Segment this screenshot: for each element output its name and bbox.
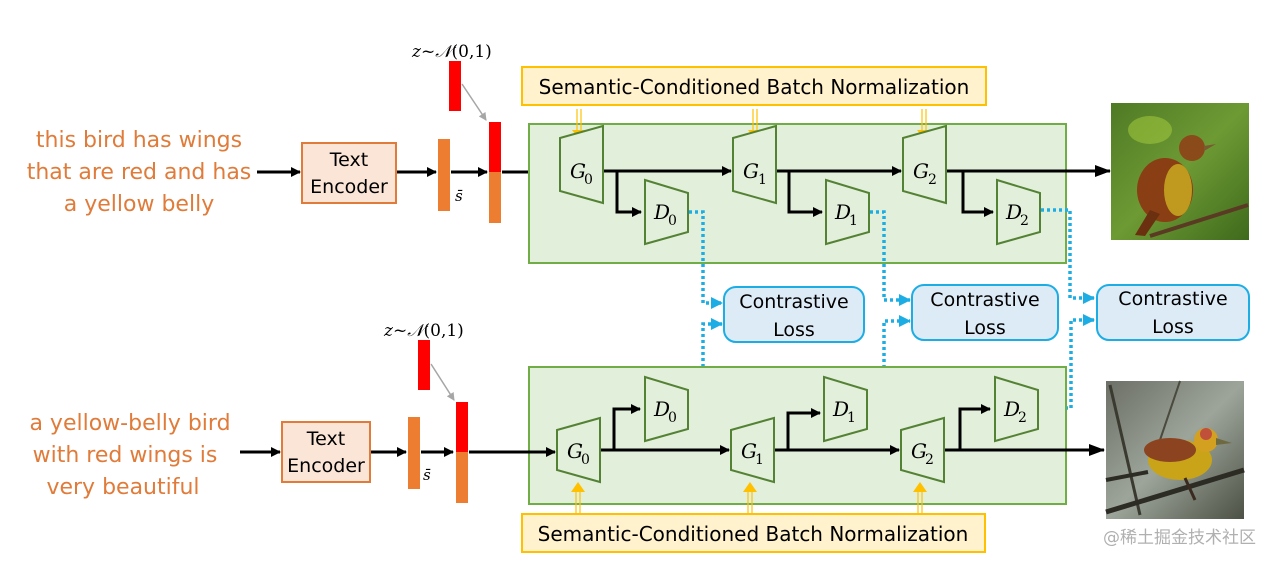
svg-text:2: 2 xyxy=(1018,410,1027,426)
svg-text:1: 1 xyxy=(847,410,856,426)
top-caption: this bird has wings that are red and has… xyxy=(27,128,252,217)
scbn-label: Semantic-Conditioned Batch Normalization xyxy=(539,75,970,99)
svg-text:G: G xyxy=(913,159,929,183)
svg-text:G: G xyxy=(741,439,757,463)
bottom-discriminator-d0: D 0 xyxy=(644,375,689,443)
bottom-concat-sentence-part xyxy=(456,452,468,503)
svg-text:G: G xyxy=(911,439,927,463)
top-concat-sentence-part xyxy=(489,172,501,223)
bottom-generator-g2: G 2 xyxy=(900,416,945,484)
top-text-encoder: Text Encoder xyxy=(301,142,397,204)
top-concat-noise-part xyxy=(489,122,501,172)
bottom-scbn-arrows xyxy=(571,482,927,513)
top-scbn-box: Semantic-Conditioned Batch Normalization xyxy=(521,66,987,106)
top-branch: this bird has wings that are red and has… xyxy=(27,42,1249,264)
top-caption-line: this bird has wings xyxy=(36,128,242,153)
top-sentence-label: s̄ xyxy=(455,187,463,205)
svg-text:1: 1 xyxy=(849,213,858,229)
encoder-label: Text xyxy=(329,149,368,171)
bottom-caption-line: very beautiful xyxy=(46,475,199,500)
top-generator-g2: G 2 xyxy=(902,124,947,205)
svg-text:D: D xyxy=(1003,397,1020,421)
contrastive-loss-2: Contrastive Loss xyxy=(1096,284,1250,341)
svg-text:2: 2 xyxy=(928,172,937,188)
svg-text:Contrastive: Contrastive xyxy=(1118,288,1227,310)
svg-text:G: G xyxy=(567,439,583,463)
svg-text:Loss: Loss xyxy=(964,317,1006,339)
top-discriminator-d2: D 2 xyxy=(996,178,1041,246)
top-generator-g1: G 1 xyxy=(732,124,777,205)
svg-text:0: 0 xyxy=(584,172,593,188)
top-generator-g0: G 0 xyxy=(559,124,604,205)
bottom-generator-g0: G 0 xyxy=(556,416,601,484)
bottom-generator-g1: G 1 xyxy=(730,416,775,484)
svg-text:Loss: Loss xyxy=(773,319,815,341)
g2-to-d2-arrow xyxy=(961,171,994,217)
top-noise-vector xyxy=(449,61,461,111)
scbn-label: Semantic-Conditioned Batch Normalization xyxy=(538,522,969,546)
bottom-scbn-box: Semantic-Conditioned Batch Normalization xyxy=(521,513,986,553)
bottom-sentence-label: s̄ xyxy=(423,466,431,484)
svg-text:Contrastive: Contrastive xyxy=(930,289,1039,311)
bottom-concat-noise-part xyxy=(456,402,468,452)
noise-to-concat-arrow xyxy=(461,83,487,121)
svg-text:G: G xyxy=(570,159,586,183)
bottom-caption-line: with red wings is xyxy=(33,443,218,468)
svg-text:Text: Text xyxy=(306,428,345,450)
svg-text:1: 1 xyxy=(758,172,767,188)
g0-to-d0-arrow xyxy=(615,171,642,217)
svg-text:D: D xyxy=(1005,200,1022,224)
svg-text:D: D xyxy=(653,200,670,224)
d2-top-to-loss2 xyxy=(1041,208,1095,304)
bottom-caption: a yellow-belly bird with red wings is ve… xyxy=(29,411,230,500)
svg-text:0: 0 xyxy=(668,213,677,229)
svg-text:1: 1 xyxy=(755,452,764,468)
bottom-discriminator-d2: D 2 xyxy=(994,375,1039,443)
top-sentence-vector xyxy=(438,139,450,211)
g1-to-d1-arrow xyxy=(787,171,823,217)
top-noise-label: z~𝒩(0,1) xyxy=(411,42,492,62)
svg-text:2: 2 xyxy=(925,452,934,468)
bottom-gan-stack xyxy=(528,366,1067,505)
svg-text:0: 0 xyxy=(581,452,590,468)
top-gan-stack xyxy=(528,123,1067,264)
bottom-caption-line: a yellow-belly bird xyxy=(29,411,230,436)
bottom-discriminator-d1: D 1 xyxy=(823,375,868,443)
svg-text:D: D xyxy=(653,397,670,421)
svg-text:G: G xyxy=(743,159,759,183)
g0-to-d0-arrow xyxy=(612,404,641,450)
svg-text:Encoder: Encoder xyxy=(287,455,365,477)
svg-text:0: 0 xyxy=(668,410,677,426)
bottom-branch: a yellow-belly bird with red wings is ve… xyxy=(29,321,1245,553)
contrastive-losses: Contrastive Loss Contrastive Loss Contra… xyxy=(689,208,1250,410)
contrastive-loss-1: Contrastive Loss xyxy=(911,284,1059,341)
top-caption-line: that are red and has xyxy=(27,160,252,185)
bottom-noise-vector xyxy=(418,340,430,390)
g2-to-d2-arrow xyxy=(958,404,991,450)
watermark: @稀土掘金技术社区 xyxy=(1103,528,1256,548)
d1-top-to-loss1 xyxy=(870,210,911,306)
svg-text:Loss: Loss xyxy=(1152,316,1194,338)
g1-to-d1-arrow xyxy=(786,408,821,450)
noise-to-concat-arrow xyxy=(430,363,455,401)
bottom-output-image xyxy=(1105,380,1245,519)
svg-text:2: 2 xyxy=(1020,213,1029,229)
svg-text:Contrastive: Contrastive xyxy=(739,291,848,313)
top-caption-line: a yellow belly xyxy=(64,192,214,217)
top-discriminator-d1: D 1 xyxy=(825,178,870,246)
bottom-text-encoder: Text Encoder xyxy=(281,421,371,483)
bottom-sentence-vector xyxy=(408,417,420,489)
svg-text:D: D xyxy=(832,397,849,421)
encoder-label: Encoder xyxy=(310,176,388,198)
top-discriminator-d0: D 0 xyxy=(644,178,689,246)
bottom-noise-label: z~𝒩(0,1) xyxy=(383,321,464,341)
svg-text:D: D xyxy=(834,200,851,224)
contrastive-loss-0: Contrastive Loss xyxy=(723,286,865,343)
d0-top-to-loss0 xyxy=(689,210,723,309)
top-output-image xyxy=(1111,103,1249,240)
